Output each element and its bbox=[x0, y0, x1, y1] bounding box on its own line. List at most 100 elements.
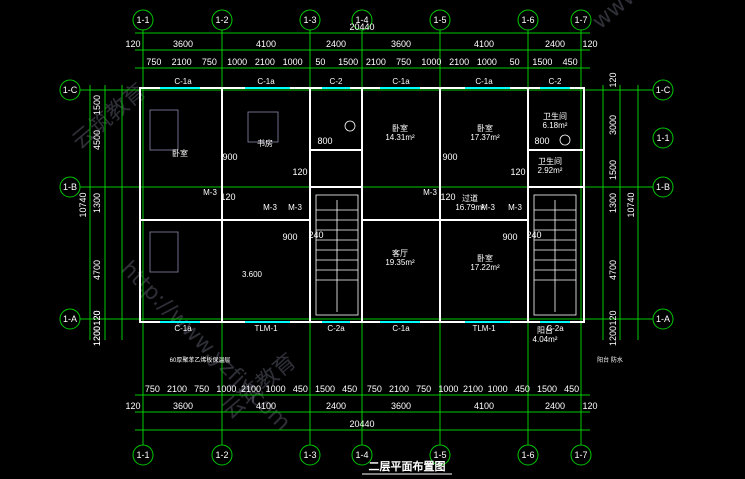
door-dimension-text: 120 bbox=[220, 192, 235, 202]
axis-bubble bbox=[429, 9, 451, 31]
stair-left bbox=[315, 194, 359, 316]
room-area: 4.04m² bbox=[533, 335, 558, 344]
dimension-text: 2400 bbox=[326, 401, 346, 411]
door-dimension-text: 900 bbox=[222, 152, 237, 162]
axis-label: 1-7 bbox=[574, 450, 587, 460]
room-area: 19.35m² bbox=[385, 258, 415, 267]
door-dimension-text: 800 bbox=[317, 136, 332, 146]
dimension-text: 2100 bbox=[366, 57, 386, 67]
dimension-text: 4100 bbox=[256, 401, 276, 411]
dimension-text: 120 bbox=[608, 72, 618, 87]
dimension-text: 1500 bbox=[608, 160, 618, 180]
dimension-text: 120 bbox=[92, 310, 102, 325]
axis-label: 1-B bbox=[656, 182, 670, 192]
dimension-text: 1200 bbox=[92, 326, 102, 346]
dimension-text: 1200 bbox=[608, 326, 618, 346]
stair-right bbox=[533, 194, 577, 316]
axis-bubble bbox=[351, 9, 373, 31]
room-name: 卧室 bbox=[392, 123, 408, 133]
dimension-text: 3600 bbox=[173, 401, 193, 411]
dimension-text: 750 bbox=[396, 57, 411, 67]
dimension-text: 4700 bbox=[92, 260, 102, 280]
door-dimension-text: 800 bbox=[534, 136, 549, 146]
room-name: 卧室 bbox=[477, 253, 493, 263]
dimension-text: 120 bbox=[92, 310, 102, 325]
room-area: 6.18m² bbox=[543, 121, 568, 130]
door-label: M-3 bbox=[481, 203, 495, 212]
dimension-text: 10740 bbox=[78, 192, 88, 217]
axis-bubble bbox=[652, 127, 674, 149]
dimension-text: 2100 bbox=[172, 57, 192, 67]
room-name: 阳台 bbox=[537, 325, 553, 335]
window-label: TLM-1 bbox=[472, 324, 496, 333]
dimension-text: 1300 bbox=[92, 193, 102, 213]
window-label: C-1a bbox=[475, 77, 493, 86]
axis-bubble bbox=[211, 9, 233, 31]
dimension-text: 1200 bbox=[92, 326, 102, 346]
dimension-text: 50 bbox=[510, 57, 520, 67]
axis-bubble bbox=[59, 79, 81, 101]
dimension-text: 2100 bbox=[463, 384, 483, 394]
axis-label: 1-6 bbox=[521, 15, 534, 25]
window-label: TLM-1 bbox=[254, 324, 278, 333]
axis-bubble bbox=[299, 9, 321, 31]
window-label: C-2a bbox=[327, 324, 345, 333]
axis-label: 1-1 bbox=[136, 15, 149, 25]
room-name: 书房 bbox=[257, 138, 273, 148]
door-dimension-text: 900 bbox=[282, 232, 297, 242]
dimension-text: 3000 bbox=[608, 115, 618, 135]
watermark-text: www.yzfjy.com bbox=[588, 0, 728, 35]
door-label: M-3 bbox=[263, 203, 277, 212]
note-text: 60厚聚苯乙烯板保温层 bbox=[170, 356, 231, 364]
axis-label: 1-2 bbox=[215, 450, 228, 460]
axis-label: 1-1 bbox=[656, 133, 669, 143]
dimension-text: 1000 bbox=[438, 384, 458, 394]
dimension-text: 50 bbox=[315, 57, 325, 67]
dimension-text: 1000 bbox=[477, 57, 497, 67]
door-dimension-text: 120 bbox=[510, 167, 525, 177]
window-label: C-2a bbox=[546, 324, 564, 333]
axis-label: 1-A bbox=[656, 314, 670, 324]
dimension-text: 450 bbox=[563, 57, 578, 67]
axis-label: 1-2 bbox=[215, 15, 228, 25]
dimension-text: 120 bbox=[608, 310, 618, 325]
dimension-text: 3600 bbox=[391, 401, 411, 411]
room-name: 卧室 bbox=[172, 148, 188, 158]
window-label: C-1a bbox=[257, 77, 275, 86]
dimension-text: 2400 bbox=[545, 401, 565, 411]
dimension-text: 1500 bbox=[92, 95, 102, 115]
axis-bubble bbox=[570, 9, 592, 31]
room-name: 卫生间 bbox=[538, 156, 562, 166]
room-area: 17.37m² bbox=[470, 133, 500, 142]
axis-label: 1-5 bbox=[433, 450, 446, 460]
dimension-lines bbox=[89, 32, 639, 431]
axis-bubble bbox=[211, 444, 233, 466]
room-area: 2.92m² bbox=[538, 166, 563, 175]
dimension-text: 3600 bbox=[173, 39, 193, 49]
dimension-text: 1000 bbox=[266, 384, 286, 394]
window-label: C-1a bbox=[392, 77, 410, 86]
dimension-text: 120 bbox=[125, 401, 140, 411]
window-label: C-1a bbox=[392, 324, 410, 333]
dimension-text: 750 bbox=[145, 384, 160, 394]
axis-bubble bbox=[132, 444, 154, 466]
room-area: 16.79m² bbox=[455, 203, 485, 212]
window-openings bbox=[160, 87, 570, 323]
axis-label: 1-6 bbox=[521, 450, 534, 460]
dimension-text: 1000 bbox=[283, 57, 303, 67]
room-area: 17.22m² bbox=[470, 263, 500, 272]
walls bbox=[139, 87, 585, 323]
dimension-text: 2100 bbox=[389, 384, 409, 394]
window-label: C-1a bbox=[174, 77, 192, 86]
room-name: 客厅 bbox=[392, 248, 408, 258]
dimension-text: 2100 bbox=[449, 57, 469, 67]
drawing-title: 二层平面布置图 bbox=[369, 459, 446, 473]
furniture bbox=[149, 109, 571, 273]
dimension-text: 2400 bbox=[326, 39, 346, 49]
dimension-text: 1500 bbox=[315, 384, 335, 394]
door-label: M-3 bbox=[203, 188, 217, 197]
door-label: M-3 bbox=[423, 188, 437, 197]
axis-label: 1-3 bbox=[303, 450, 316, 460]
axis-bubble bbox=[517, 9, 539, 31]
